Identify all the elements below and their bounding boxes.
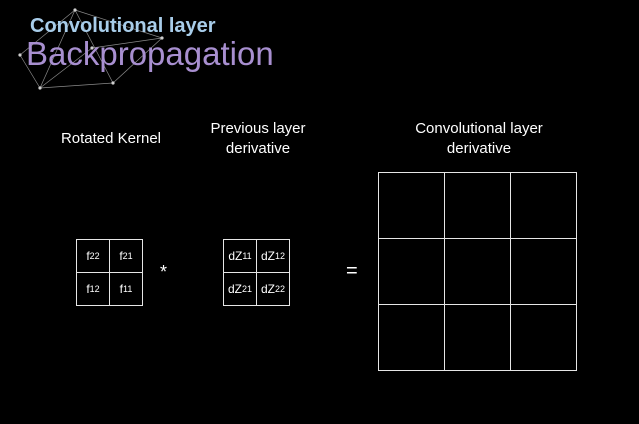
equals-operator: = <box>346 260 358 282</box>
rotated-kernel-label: Rotated Kernel <box>60 130 162 147</box>
empty-result-cell <box>511 239 577 305</box>
empty-result-cell <box>445 305 511 371</box>
conv-layer-derivative-matrix <box>378 172 577 371</box>
empty-result-cell <box>511 305 577 371</box>
convolution-operator: * <box>160 262 168 282</box>
previous-layer-derivative-label: Previous layer derivative <box>210 120 306 157</box>
empty-result-cell <box>445 173 511 239</box>
empty-result-cell <box>379 173 445 239</box>
empty-result-cell <box>379 305 445 371</box>
empty-result-cell <box>379 239 445 305</box>
network-decoration-icon <box>18 8 164 90</box>
slide-title: Backpropagation <box>26 35 274 72</box>
empty-result-cell <box>511 173 577 239</box>
conv-layer-derivative-label: Convolutional layer derivative <box>415 120 543 157</box>
empty-result-cell <box>445 239 511 305</box>
slide-subtitle: Convolutional layer <box>30 15 216 37</box>
